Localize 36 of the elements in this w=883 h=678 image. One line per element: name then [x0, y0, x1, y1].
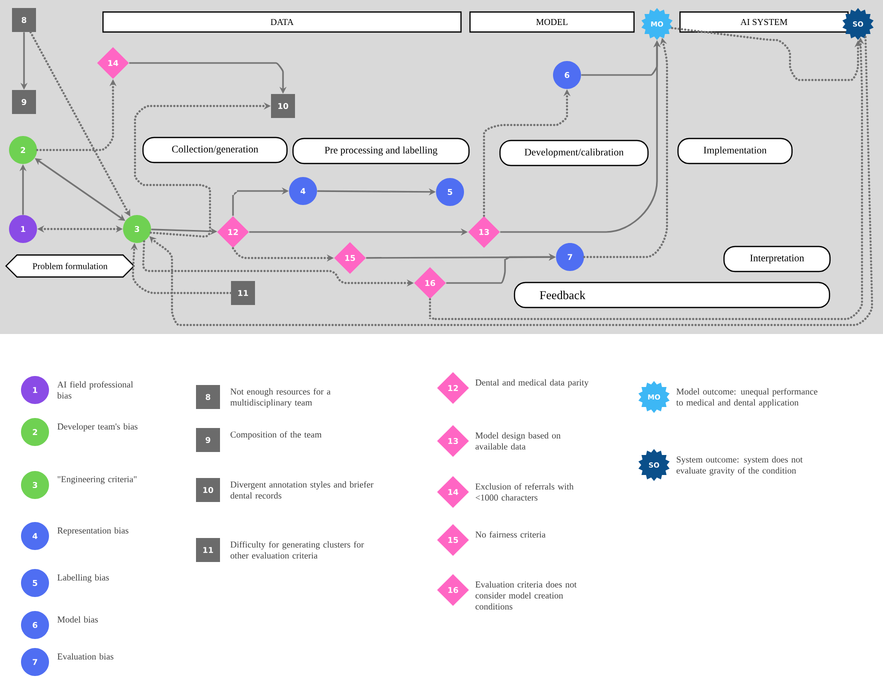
legend-description: Dental and medical data parity [475, 379, 589, 388]
stage-header: DATA [102, 11, 462, 33]
legend-description: Difficulty for generating clusters for other evaluation criteria [230, 541, 364, 559]
legend-description: Representation bias [57, 527, 128, 536]
numbered-square: 10 [271, 94, 295, 118]
numbered-square: 10 [196, 478, 220, 502]
legend-description: System outcome: system does not evaluate gravity of the condition [676, 456, 803, 476]
numbered-square: 11 [196, 538, 220, 562]
stage-label: Pre processing and labelling [292, 138, 470, 164]
numbered-square: 8 [12, 8, 36, 32]
legend-description: Composition of the team [230, 431, 322, 440]
legend-description: Evaluation criteria does not consider model creation conditions [475, 581, 577, 610]
legend-description: AI field professional bias [57, 381, 133, 399]
stage-hexagon: Problem formulation [5, 254, 135, 278]
legend-description: Model outcome: unequal performance to medical and dental application [676, 388, 818, 408]
legend-description: Evaluation bias [57, 653, 114, 660]
legend-description: Model bias [57, 616, 98, 623]
stage-header: MODEL [469, 11, 635, 33]
legend-description: Labelling bias [57, 574, 109, 582]
stage-label: Feedback [514, 282, 830, 308]
legend-description: Exclusion of referrals with <1000 characters [475, 483, 574, 501]
numbered-square: 9 [12, 90, 36, 114]
numbered-square: 11 [231, 281, 255, 305]
stage-label: Interpretation [723, 246, 831, 272]
stage-label: Collection/generation [142, 136, 288, 164]
legend-description: Model design based on available data [475, 432, 561, 450]
numbered-square: 8 [196, 385, 220, 409]
legend-description: Divergent annotation styles and briefer dental records [230, 481, 374, 499]
legend-description: No fairness criteria [475, 531, 546, 538]
legend-description: Developer team's bias [57, 423, 138, 432]
legend-description: Not enough resources for a multidisciplinary team [230, 388, 331, 408]
stage-header: AI SYSTEM [679, 11, 849, 33]
numbered-square: 9 [196, 428, 220, 452]
legend-description: "Engineering criteria" [58, 476, 136, 484]
stage-label: Implementation [677, 138, 793, 164]
stage-label: Development/calibration [499, 140, 649, 166]
